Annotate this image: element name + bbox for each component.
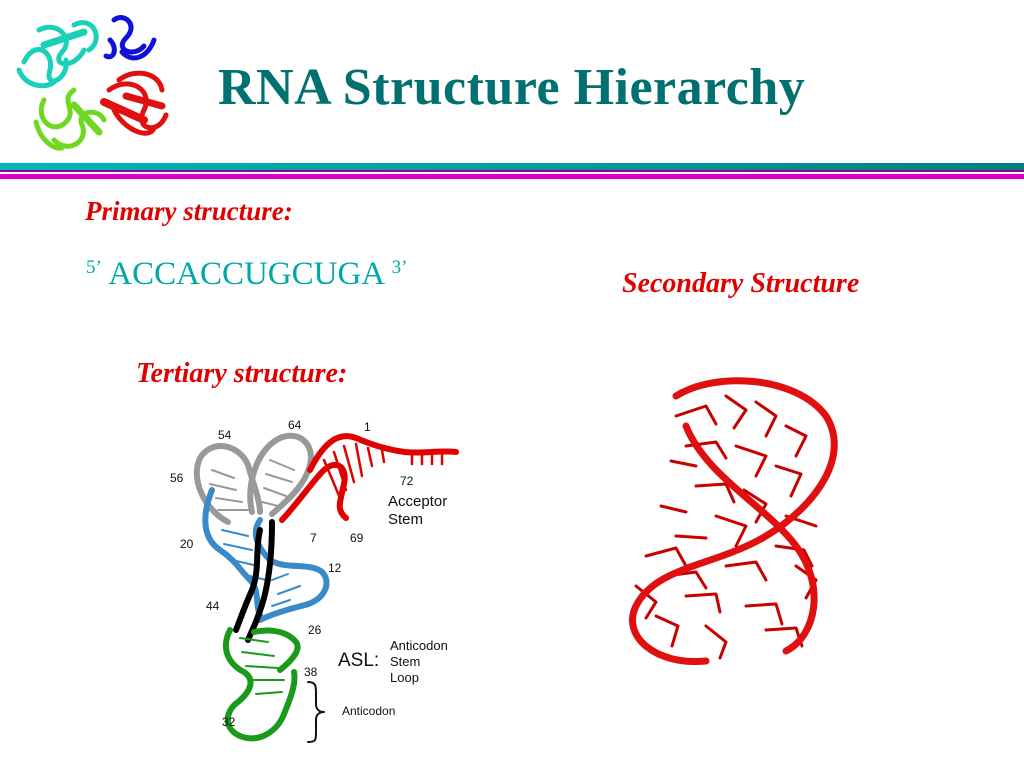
t-arm: [193, 433, 314, 525]
primary-sequence: 5’ ACCACCUGCUGA 3’: [86, 256, 407, 293]
label-38: 38: [304, 665, 318, 679]
label-1: 1: [364, 420, 371, 434]
label-69: 69: [350, 531, 364, 545]
label-72: 72: [400, 474, 414, 488]
label-44: 44: [206, 599, 220, 613]
label-12: 12: [328, 561, 342, 575]
green-domain: [33, 87, 107, 151]
anticodon-brace: [307, 681, 325, 743]
primary-structure-label: Primary structure:: [85, 196, 293, 226]
d-arm: [202, 487, 330, 623]
red-domain: [100, 70, 169, 136]
anticodon-arm: [223, 627, 301, 742]
helix-bases: [634, 394, 818, 660]
label-56: 56: [170, 471, 184, 485]
label-20: 20: [180, 537, 194, 551]
title-divider-thin: [0, 170, 1024, 172]
acceptor-label: Acceptor: [388, 493, 447, 510]
title-divider-teal: [0, 163, 1024, 170]
rna-3d-helix-model: [629, 377, 838, 666]
blue-domain: [103, 15, 157, 61]
asl-anticodon-label: Anticodon: [390, 638, 448, 653]
five-prime-label: 5’: [86, 257, 102, 278]
title-divider-magenta: [0, 174, 1024, 179]
label-32: 32: [222, 715, 236, 729]
three-prime-label: 3’: [391, 257, 408, 278]
protein-ribbon-logo: [16, 15, 169, 151]
asl-label: ASL:: [338, 650, 379, 671]
trna-diagram: 54 64 1 56 72 7 69 20 12 44 26 38 32 Acc…: [170, 418, 459, 743]
secondary-structure-label: Secondary Structure: [622, 268, 860, 299]
asl-loop-label: Loop: [390, 670, 419, 685]
label-7: 7: [310, 531, 317, 545]
sequence-bases: ACCACCUGCUGA: [108, 256, 384, 292]
helix-backbone: [629, 377, 838, 666]
label-54: 54: [218, 428, 232, 442]
label-64: 64: [288, 418, 302, 432]
label-26: 26: [308, 623, 322, 637]
anticodon-label: Anticodon: [342, 704, 395, 718]
tertiary-structure-label: Tertiary structure:: [136, 358, 348, 389]
cyan-domain: [16, 20, 99, 89]
asl-stem-label: Stem: [390, 654, 420, 669]
acceptor-stem-label: Stem: [388, 511, 423, 528]
slide-title: RNA Structure Hierarchy: [218, 59, 806, 116]
